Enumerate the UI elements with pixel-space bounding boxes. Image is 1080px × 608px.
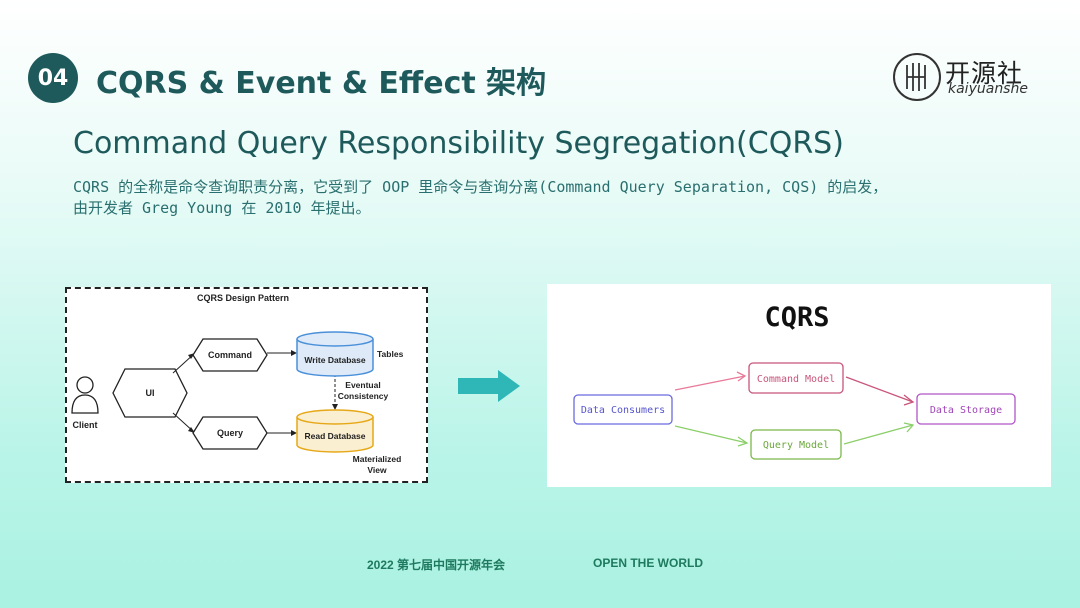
tables-label: Tables: [377, 349, 404, 359]
consumers-to-command-arrow: [674, 375, 746, 391]
command-label: Command: [208, 350, 252, 360]
query-node: [192, 416, 268, 450]
query-model-node: [750, 429, 842, 460]
write-database-label: Write Database: [304, 355, 366, 365]
data-consumers-node: [573, 394, 673, 425]
description-line-2: 由开发者 Greg Young 在 2010 年提出。: [73, 199, 371, 217]
ui-label: UI: [146, 388, 155, 398]
footer-event-name: 2022 第七届中国开源年会: [367, 558, 506, 572]
command-model-label: Command Model: [757, 374, 835, 385]
command-node: [192, 338, 268, 372]
page-title: CQRS & Event & Effect 架构: [96, 66, 547, 101]
consumers-to-query-arrow: [674, 425, 748, 444]
consistency-label: Consistency: [338, 391, 389, 401]
kaiyuanshe-logo: 开源社 kaiyuanshe: [893, 53, 1043, 101]
data-storage-node: [916, 393, 1016, 425]
right-diagram-title: CQRS: [764, 302, 829, 333]
command-to-storage-arrow: [845, 376, 914, 403]
cqrs-design-pattern-diagram: CQRS Design Pattern Client UI Command: [65, 287, 428, 483]
eventual-label: Eventual: [345, 380, 380, 390]
client-label: Client: [72, 420, 97, 430]
read-database-icon: [296, 409, 374, 453]
logo-text-cn: 开源社: [945, 59, 1024, 88]
view-label: View: [367, 465, 387, 475]
data-consumers-label: Data Consumers: [581, 405, 665, 416]
query-to-storage-arrow: [843, 424, 914, 445]
footer-slogan: OPEN THE WORLD: [593, 556, 703, 570]
write-database-icon: [296, 331, 374, 377]
read-database-label: Read Database: [305, 431, 366, 441]
description: CQRS 的全称是命令查询职责分离，它受到了 OOP 里命令与查询分离(Comm…: [73, 177, 1033, 219]
cqrs-hand-drawn-diagram: CQRS Data Consumers Command Model Query …: [547, 284, 1051, 487]
materialized-label: Materialized: [353, 454, 402, 464]
query-model-label: Query Model: [763, 440, 829, 451]
client-icon: [71, 376, 99, 414]
command-model-node: [748, 362, 844, 394]
description-line-1: CQRS 的全称是命令查询职责分离，它受到了 OOP 里命令与查询分离(Comm…: [73, 178, 888, 196]
section-number-badge: 04: [28, 53, 78, 103]
section-subtitle: Command Query Responsibility Segregation…: [73, 126, 844, 161]
logo-text-en: kaiyuanshe: [948, 81, 1028, 97]
right-arrow-icon: [458, 370, 520, 407]
query-label: Query: [217, 428, 243, 438]
logo-emblem-icon: [893, 53, 941, 101]
left-diagram-title: CQRS Design Pattern: [197, 293, 289, 303]
data-storage-label: Data Storage: [930, 405, 1002, 416]
ui-node: [112, 368, 188, 418]
